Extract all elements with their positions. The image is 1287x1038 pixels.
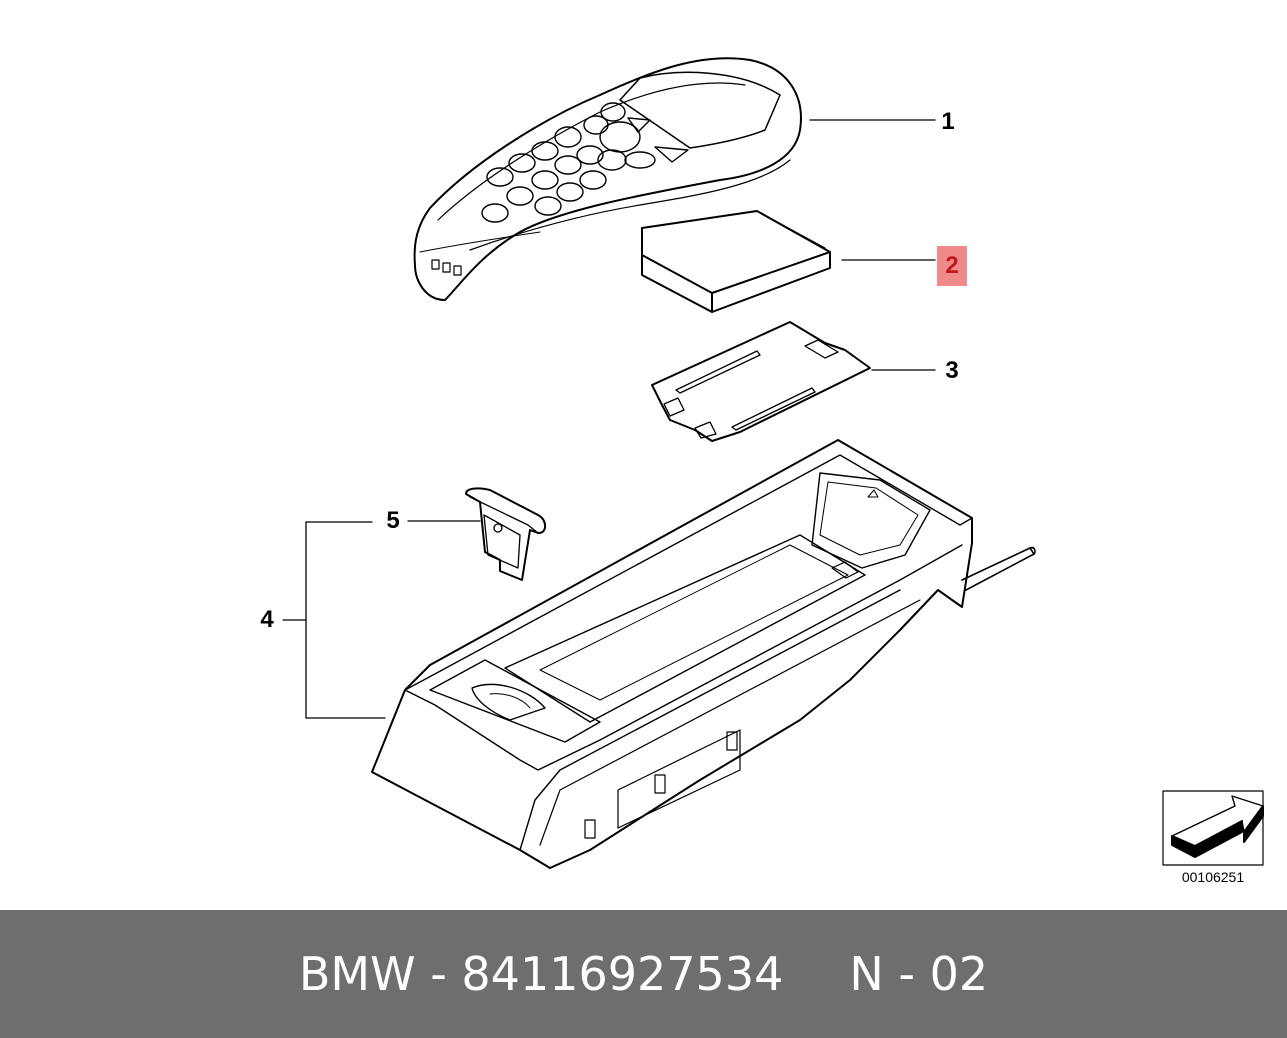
footer-part-number: BMW - 84116927534 <box>298 947 784 1001</box>
callout-2-highlighted: 2 <box>937 246 967 286</box>
footer-ref-number: N - 02 <box>849 947 989 1001</box>
callout-3: 3 <box>945 357 959 384</box>
clip-part-5 <box>465 487 547 581</box>
footer-bar: BMW - 84116927534 N - 02 <box>0 910 1287 1038</box>
handset-part-1 <box>413 57 802 301</box>
callout-5: 5 <box>386 507 400 534</box>
leader-lines <box>282 119 936 719</box>
callout-1: 1 <box>941 108 955 135</box>
drawing-number: 00106251 <box>1181 869 1245 885</box>
callout-4: 4 <box>260 606 274 633</box>
keypad <box>481 102 689 223</box>
battery-part-2 <box>641 210 831 313</box>
cradle-part-4 <box>371 439 1036 869</box>
parts-diagram <box>282 57 1264 869</box>
battery-cover-part-3 <box>651 321 871 442</box>
orientation-arrow-icon <box>1162 790 1264 866</box>
